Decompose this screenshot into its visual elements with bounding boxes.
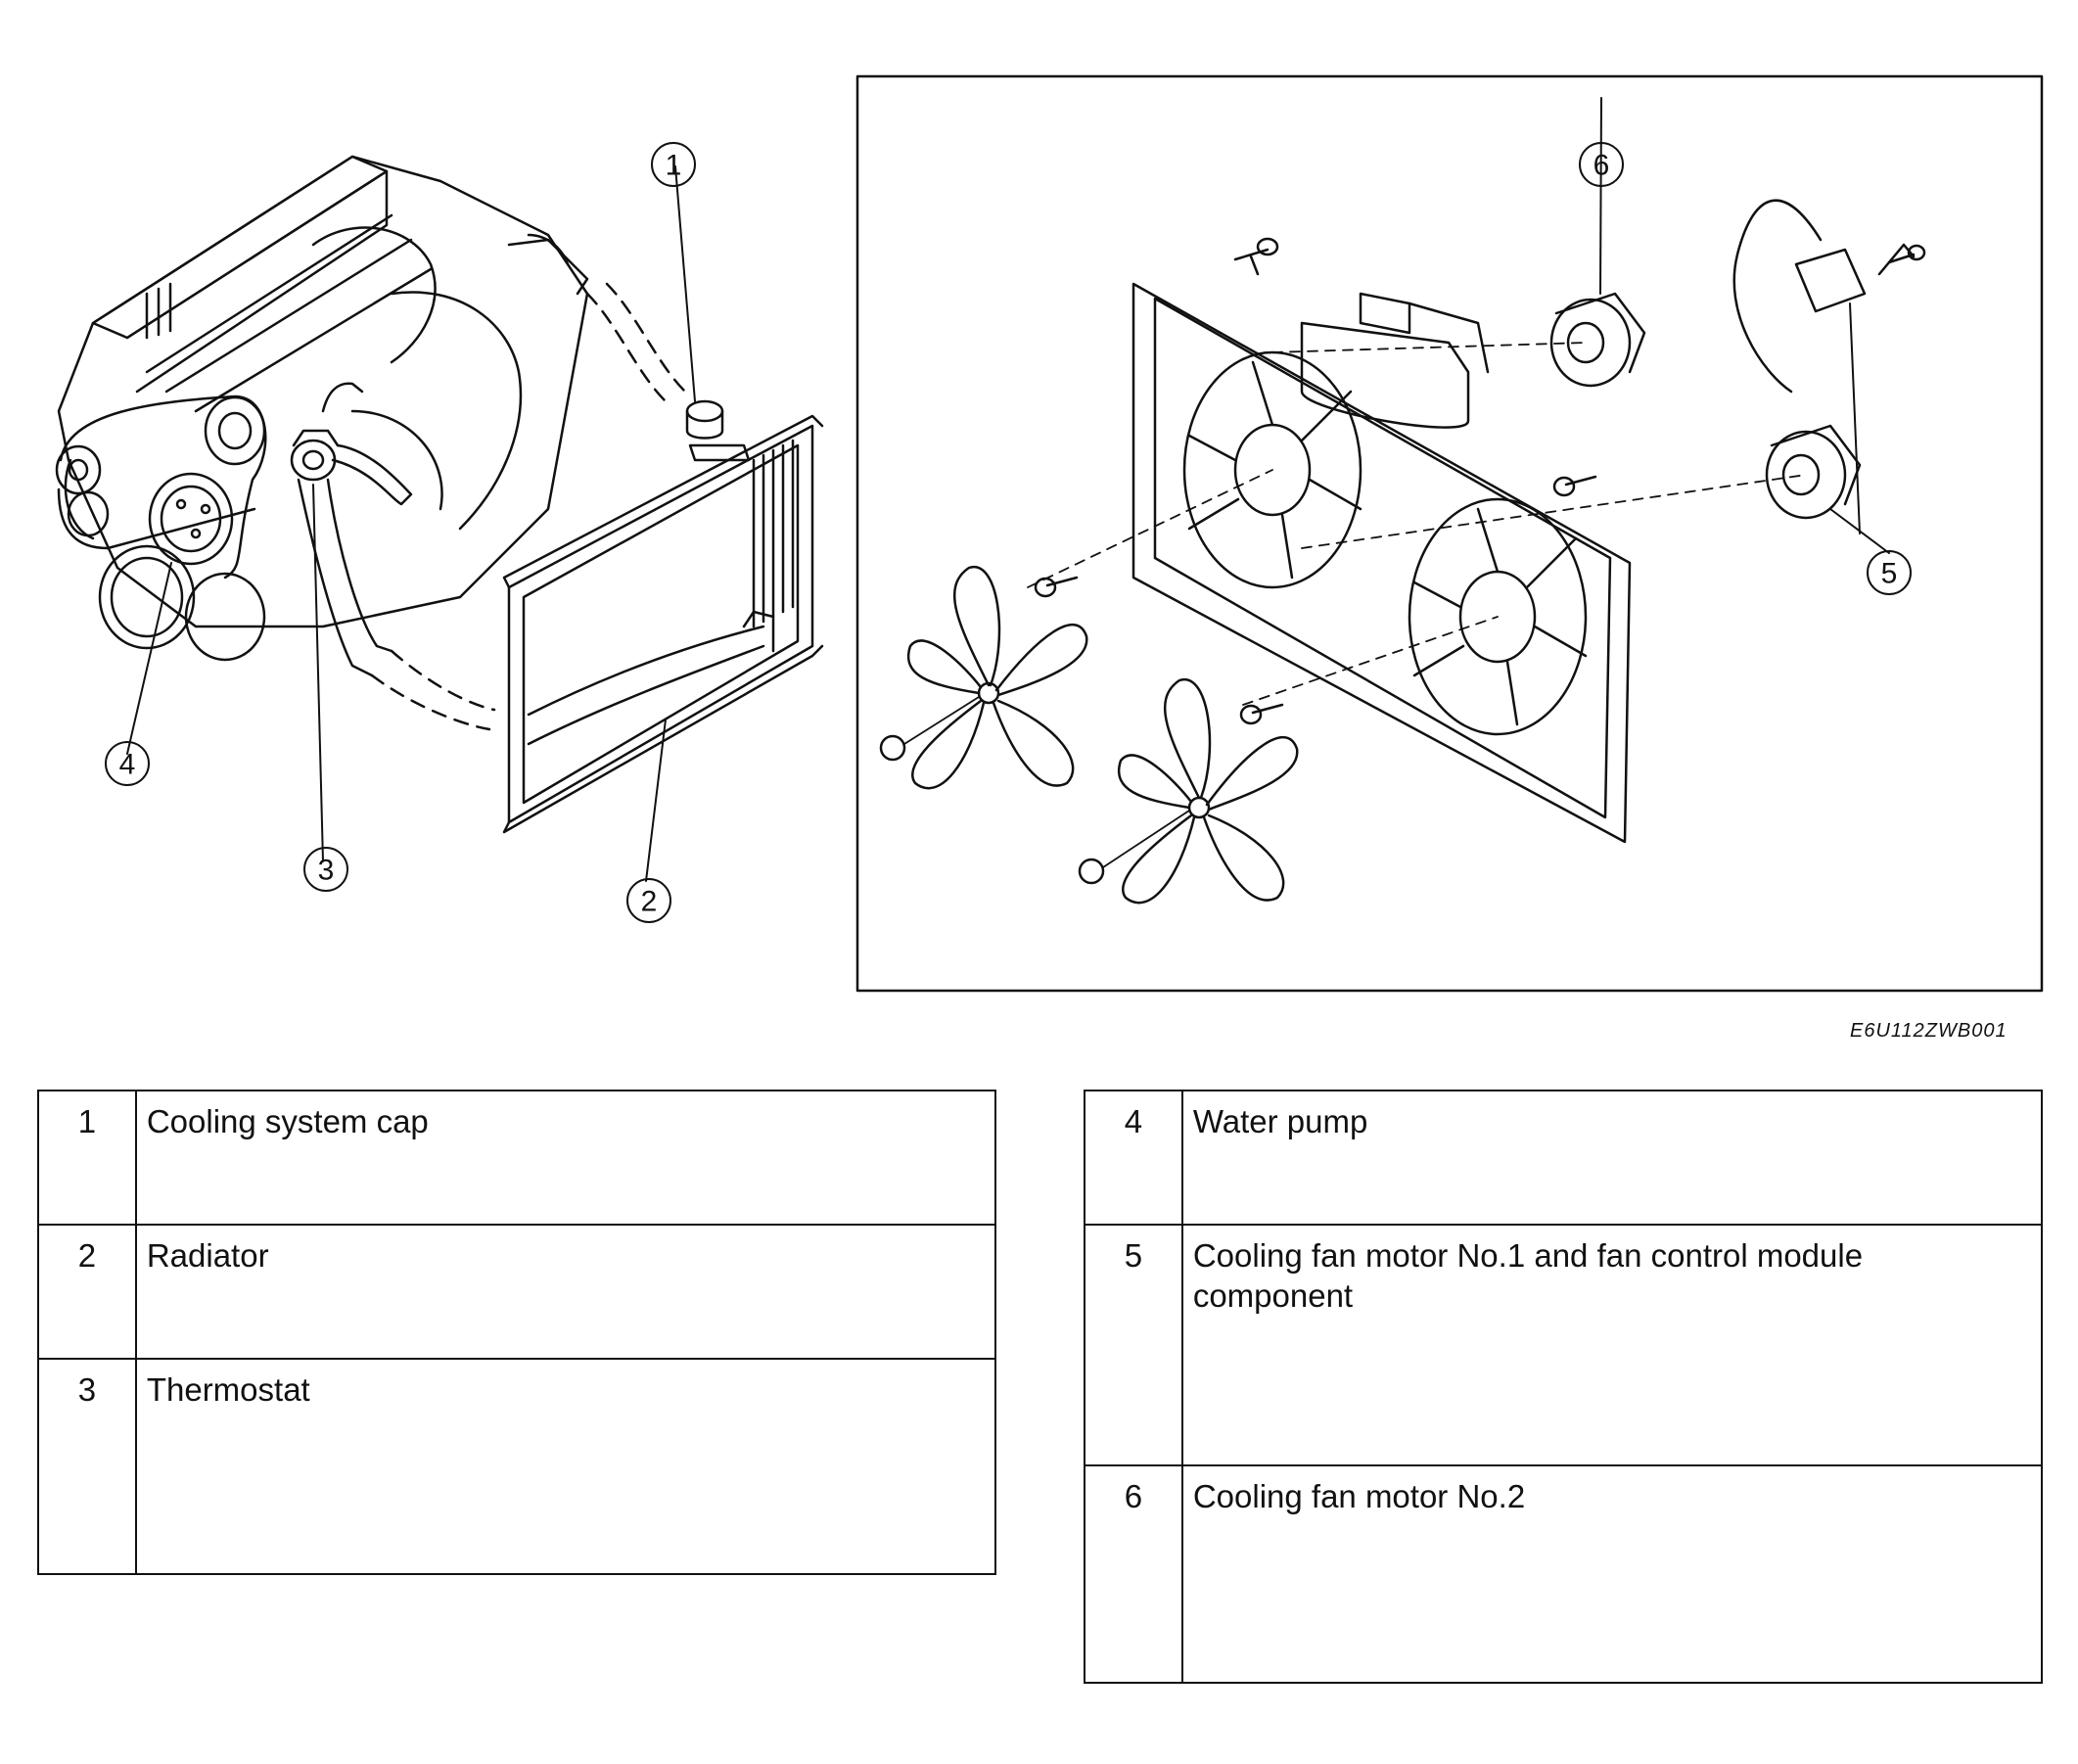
- fan-motor-no1-illustration: [1765, 424, 1890, 554]
- callout-circles: [105, 142, 1912, 923]
- item-description: Radiator: [134, 1224, 997, 1360]
- item-number: 4: [1084, 1090, 1183, 1226]
- item-description: Cooling fan motor No.1 and fan control m…: [1180, 1224, 2044, 1466]
- fan-shroud-illustration: [1131, 282, 1632, 844]
- item-description: Thermostat: [134, 1358, 997, 1575]
- radiator-illustration: [502, 165, 824, 882]
- fan-blade-1-illustration: [879, 565, 1088, 790]
- assembly-lines: [1027, 342, 1807, 706]
- water-pump-illustration: [55, 395, 267, 755]
- item-description: Cooling system cap: [134, 1090, 997, 1226]
- table-row: 1 Cooling system cap: [37, 1090, 997, 1226]
- table-row: 2 Radiator: [37, 1224, 997, 1360]
- item-number: 3: [37, 1358, 137, 1575]
- table-row: 5 Cooling fan motor No.1 and fan control…: [1084, 1224, 2044, 1466]
- table-row: 6 Cooling fan motor No.2: [1084, 1464, 2044, 1684]
- callout-6: 6: [1593, 150, 1610, 182]
- cooling-system-diagram: 1 2 3 4 5 6: [55, 74, 2044, 993]
- legend-table-left: 1 Cooling system cap 2 Radiator 3 Thermo…: [37, 1090, 997, 1575]
- legend-table-right: 4 Water pump 5 Cooling fan motor No.1 an…: [1084, 1090, 2044, 1684]
- fan-blade-2-illustration: [1078, 677, 1299, 905]
- fan-assembly-frame: [855, 74, 2044, 993]
- callout-4: 4: [119, 749, 136, 781]
- item-number: 2: [37, 1224, 137, 1360]
- item-description: Cooling fan motor No.2: [1180, 1464, 2044, 1684]
- item-number: 6: [1084, 1464, 1183, 1684]
- table-row: 3 Thermostat: [37, 1358, 997, 1575]
- callout-1: 1: [666, 150, 682, 182]
- thermostat-illustration: [290, 382, 413, 862]
- engine-illustration: [57, 155, 589, 628]
- item-number: 1: [37, 1090, 137, 1226]
- bolts-illustration: [1034, 237, 1926, 725]
- figure-code: E6U112ZWB001: [1850, 1020, 2008, 1042]
- fan-control-module-illustration: [1732, 199, 1916, 534]
- callout-3: 3: [318, 855, 335, 887]
- callout-2: 2: [641, 886, 658, 918]
- item-description: Water pump: [1180, 1090, 2044, 1226]
- callout-5: 5: [1881, 558, 1898, 590]
- item-number: 5: [1084, 1224, 1183, 1466]
- hose-dashed-lines: [370, 282, 687, 731]
- fan-motor-no2-illustration: [1549, 97, 1646, 388]
- table-row: 4 Water pump: [1084, 1090, 2044, 1226]
